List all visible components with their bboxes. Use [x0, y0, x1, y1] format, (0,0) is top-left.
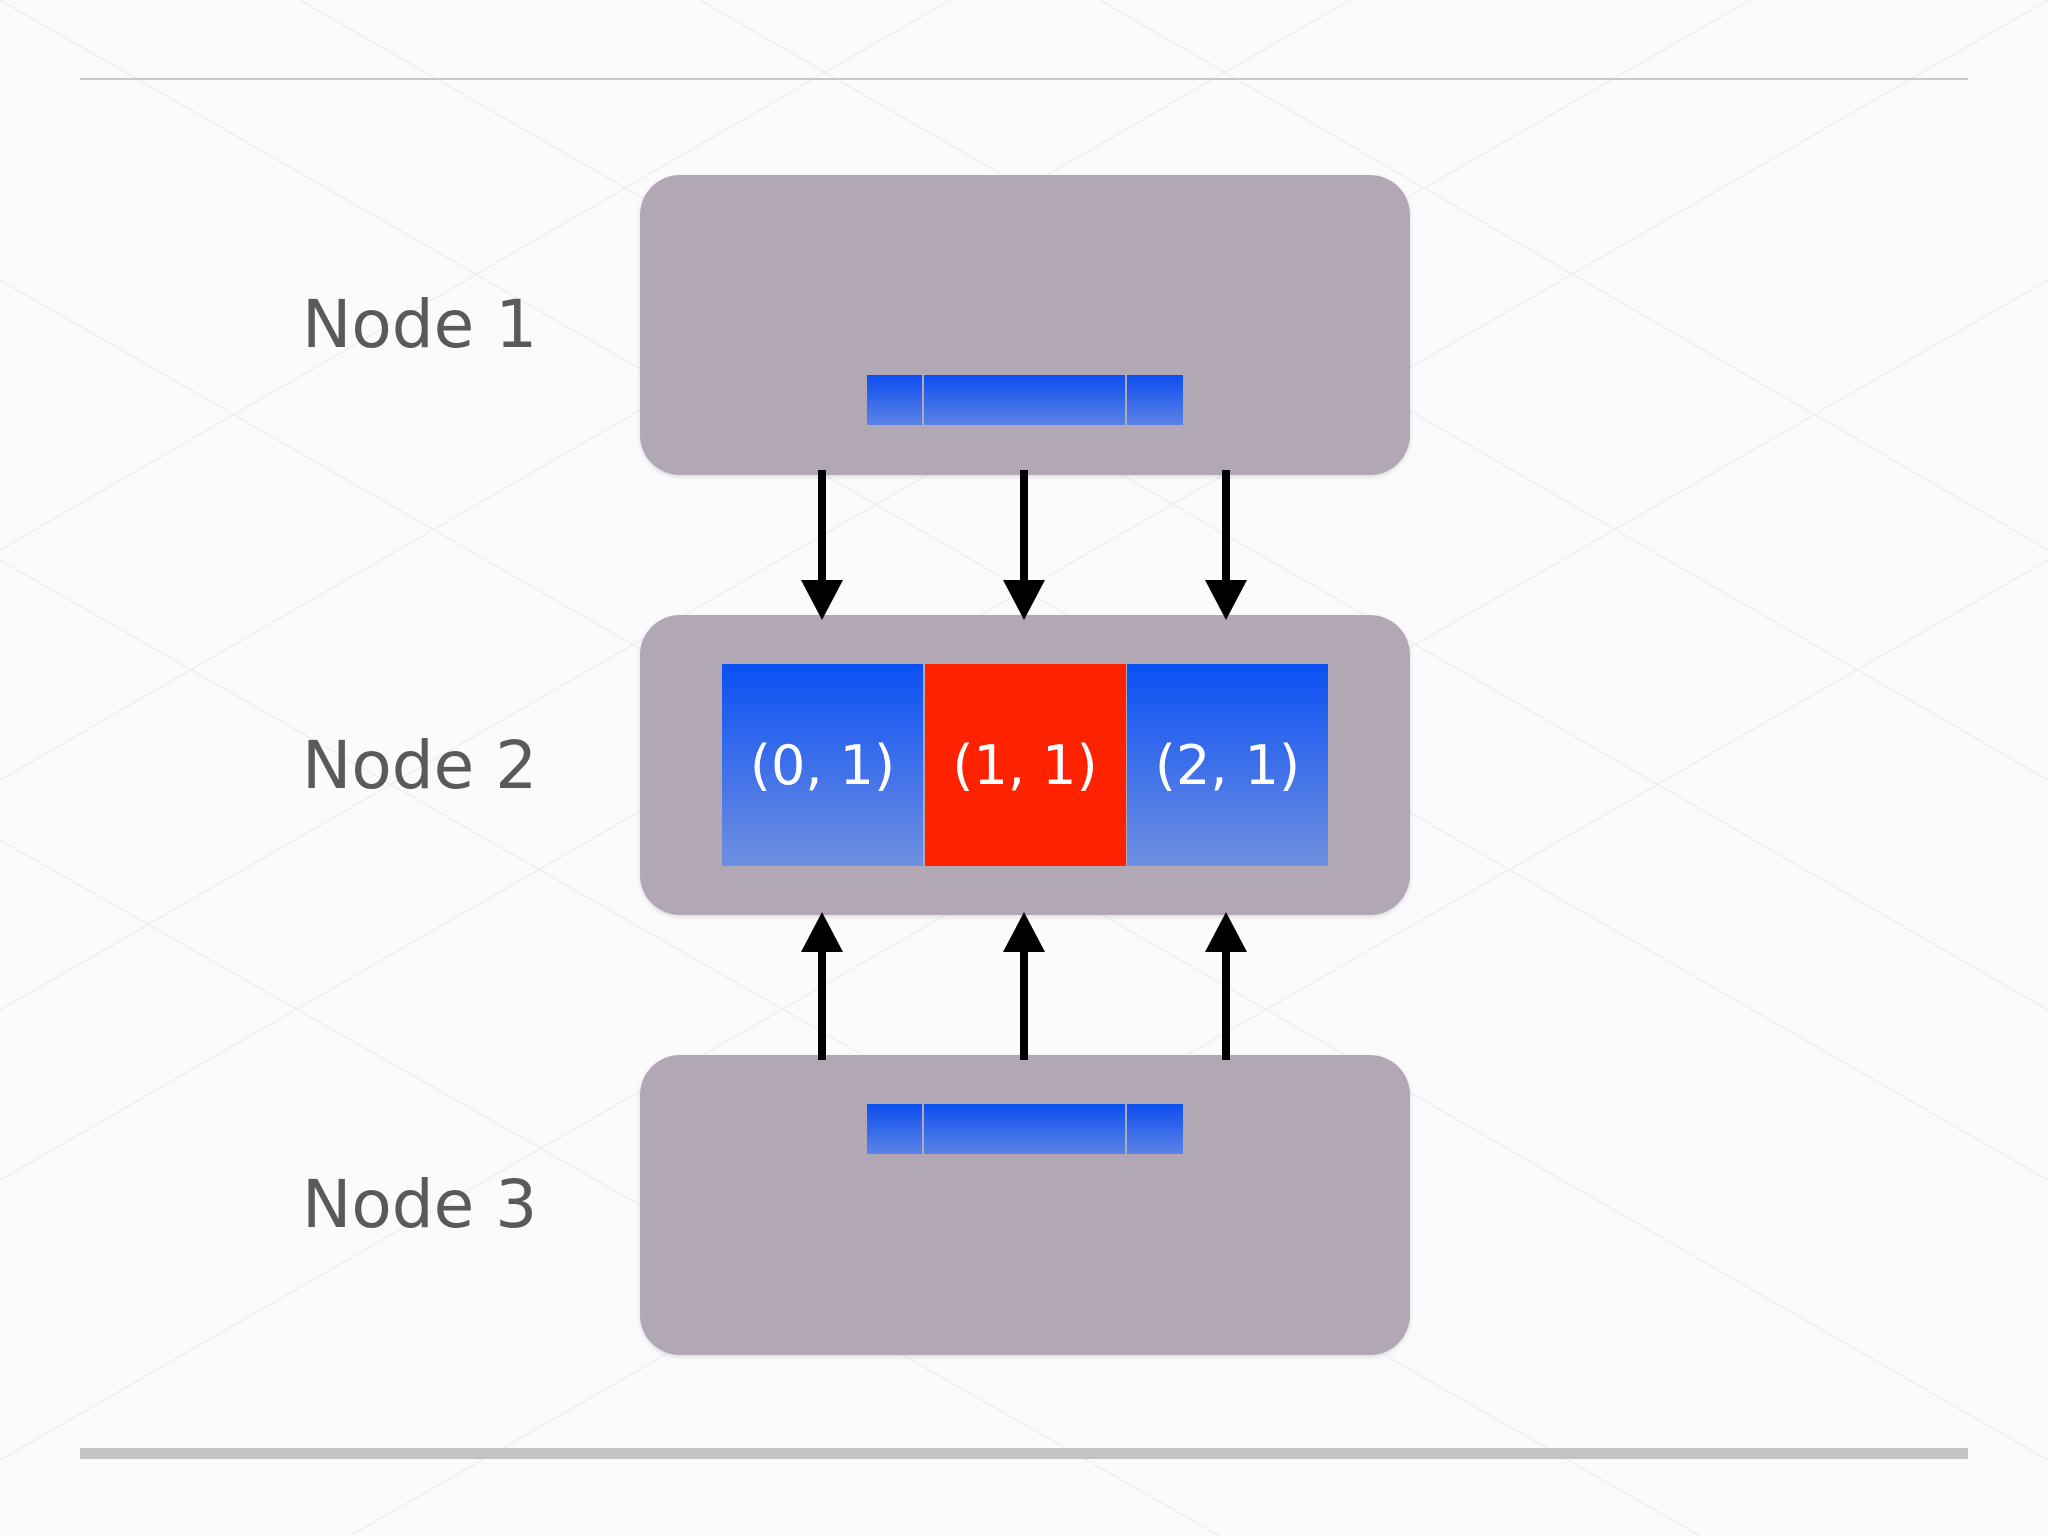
- arrow-down-right-head: [1205, 580, 1247, 620]
- arrow-up-middle-head: [1003, 912, 1045, 952]
- node-1-ghost-strip: [867, 375, 1183, 425]
- cell-0-1: (0, 1): [722, 664, 923, 866]
- node-2-label: Node 2: [302, 727, 538, 804]
- arrow-up-right-head: [1205, 912, 1247, 952]
- node-1-label: Node 1: [302, 286, 538, 363]
- node-3-label: Node 3: [302, 1166, 538, 1243]
- cell-1-1: (1, 1): [924, 664, 1126, 866]
- ghost-cell-middle: [924, 375, 1125, 425]
- arrow-down-middle-head: [1003, 580, 1045, 620]
- ghost-cell-middle: [924, 1104, 1125, 1154]
- ghost-cell-left: [867, 1104, 922, 1154]
- bottom-rule: [80, 1448, 1968, 1459]
- arrow-up-left-head: [801, 912, 843, 952]
- node-2-cells: (0, 1) (1, 1) (2, 1): [722, 664, 1328, 866]
- arrow-down-left-head: [801, 580, 843, 620]
- ghost-cell-right: [1127, 375, 1183, 425]
- cell-2-1: (2, 1): [1127, 664, 1328, 866]
- top-rule: [80, 78, 1968, 80]
- node-1-box: [640, 175, 1410, 475]
- ghost-cell-left: [867, 375, 922, 425]
- ghost-cell-right: [1127, 1104, 1183, 1154]
- node-3-ghost-strip: [867, 1104, 1183, 1154]
